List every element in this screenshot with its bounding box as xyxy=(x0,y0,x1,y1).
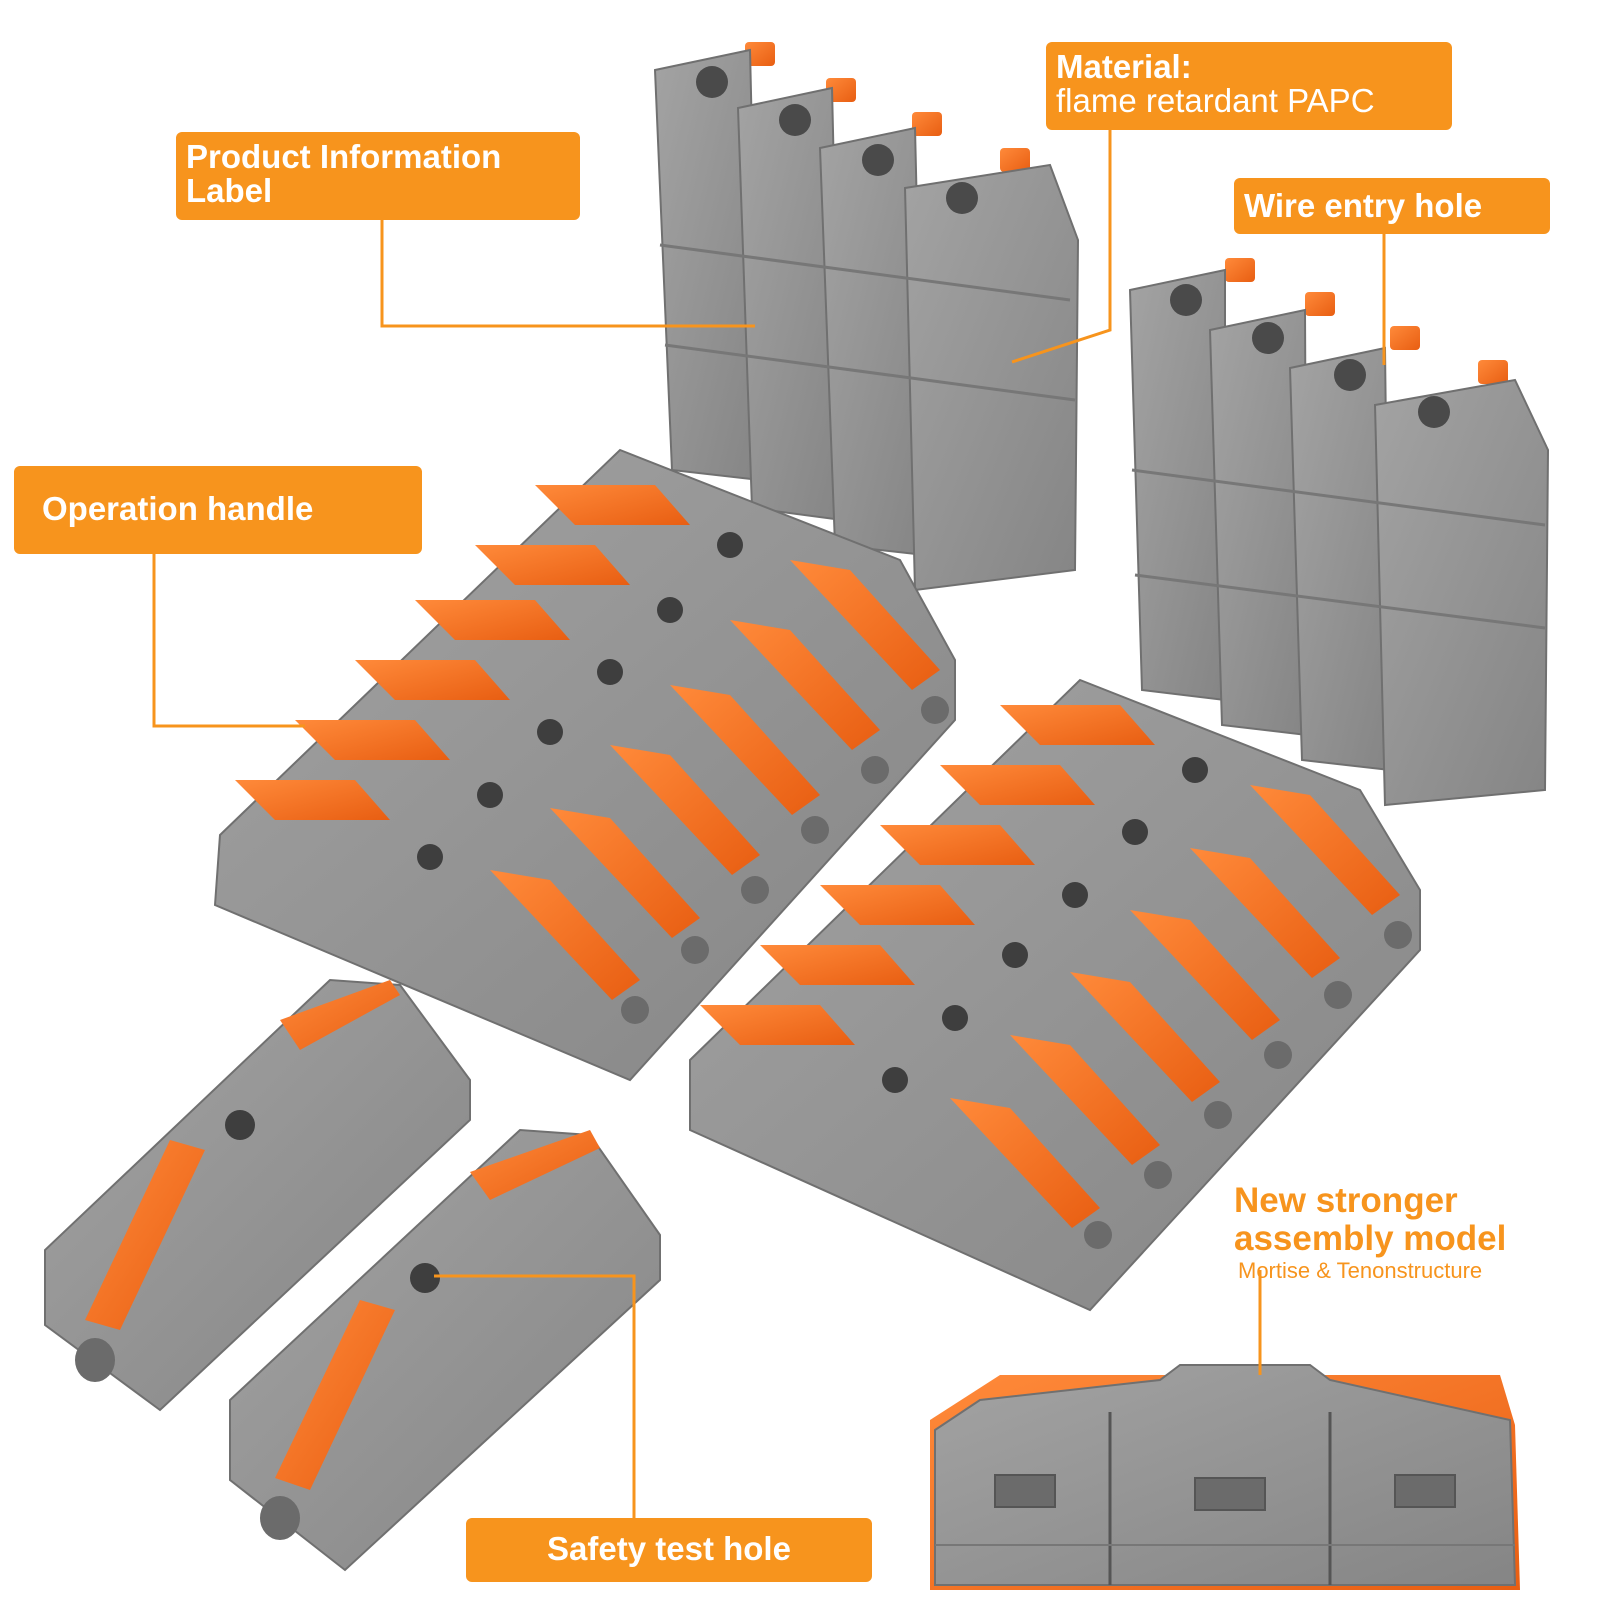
leader-product-info xyxy=(380,214,755,328)
operation-handle-text: Operation handle xyxy=(42,490,314,527)
connector-unit xyxy=(1208,292,1335,737)
connector-block-six-left xyxy=(213,448,956,1082)
connector-stack-top xyxy=(653,42,1080,592)
connector-unit xyxy=(1288,326,1420,772)
safety-test-text: Safety test hole xyxy=(547,1530,791,1567)
connector-unit xyxy=(1373,360,1550,807)
wire-entry-text: Wire entry hole xyxy=(1244,187,1483,224)
connector-unit xyxy=(903,148,1080,592)
assembly-line2: assembly model xyxy=(1234,1219,1507,1258)
material-value: flame retardant PAPC xyxy=(1056,82,1375,119)
connector-unit xyxy=(653,42,775,482)
leader-lines xyxy=(152,128,1386,1518)
leader-operation-handle xyxy=(152,554,305,728)
assembly-model-callout: New stronger assembly model Mortise & Te… xyxy=(1234,1182,1574,1284)
leader-material xyxy=(1011,128,1112,364)
product-info-label-callout: Product Information Label xyxy=(176,132,580,220)
safety-test-callout: Safety test hole xyxy=(466,1518,872,1582)
wire-entry-callout: Wire entry hole xyxy=(1234,178,1550,234)
connector-single-2 xyxy=(229,1128,661,1572)
assembly-subtitle: Mortise & Tenonstructure xyxy=(1238,1258,1483,1283)
connector-unit xyxy=(1128,258,1255,702)
connector-stack-right xyxy=(1128,258,1550,807)
leader-safety-test xyxy=(434,1274,636,1518)
connector-block-six-right xyxy=(689,678,1421,1312)
connector-single-1 xyxy=(44,978,471,1412)
assembly-line1: New stronger xyxy=(1234,1181,1458,1220)
material-callout: Material: flame retardant PAPC xyxy=(1046,42,1452,130)
operation-handle-callout: Operation handle xyxy=(14,466,422,554)
material-title: Material: xyxy=(1056,48,1192,85)
product-info-line2: Label xyxy=(186,172,273,209)
connector-side-profile xyxy=(930,1364,1520,1590)
connector-unit xyxy=(818,112,942,557)
product-info-line1: Product Information xyxy=(186,138,502,175)
